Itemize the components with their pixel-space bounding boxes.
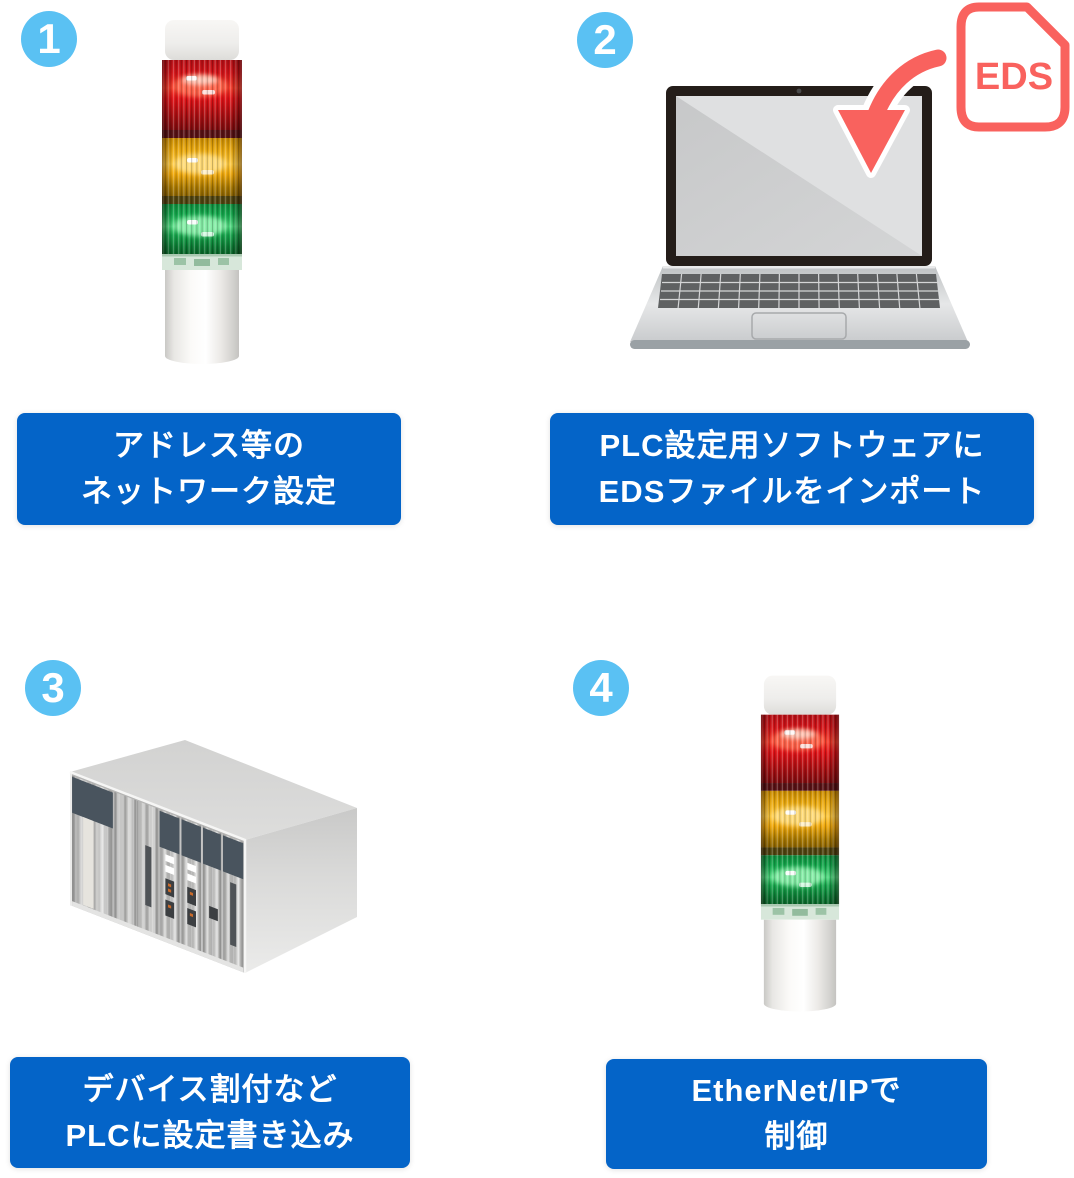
step-label: アドレス等の ネットワーク設定 [17,413,401,525]
step-label-line: PLCに設定書き込み [65,1117,355,1153]
step-label-line: 制御 [764,1119,829,1154]
step-number: 4 [589,664,613,711]
step-label-line: EDSファイルをインポート [598,474,986,509]
step-number: 1 [37,15,61,62]
step-number-badge: 2 [577,12,633,68]
step-label-line: PLC設定用ソフトウェアに [599,428,985,464]
step-label-line: EtherNet/IPで [691,1073,902,1109]
eds-file-icon: EDS [956,2,1070,132]
eds-file-label: EDS [975,56,1053,98]
step-label-line: デバイス割付など [82,1071,338,1107]
step-label-line: アドレス等の [113,428,305,464]
step-number: 3 [41,664,65,711]
step-label: デバイス割付など PLCに設定書き込み [10,1057,410,1168]
import-arrow-icon [833,43,953,178]
step-label: EtherNet/IPで 制御 [606,1059,987,1169]
step-label: PLC設定用ソフトウェアに EDSファイルをインポート [550,413,1034,525]
step-number-badge: 3 [25,660,81,716]
step-number-badge: 4 [573,660,629,716]
step-number: 2 [593,16,617,63]
step-number-badge: 1 [21,11,77,67]
signal-tower-illustration [759,673,841,1018]
signal-tower-illustration [160,18,244,370]
plc-illustration [69,740,357,973]
step-label-line: ネットワーク設定 [81,474,337,509]
